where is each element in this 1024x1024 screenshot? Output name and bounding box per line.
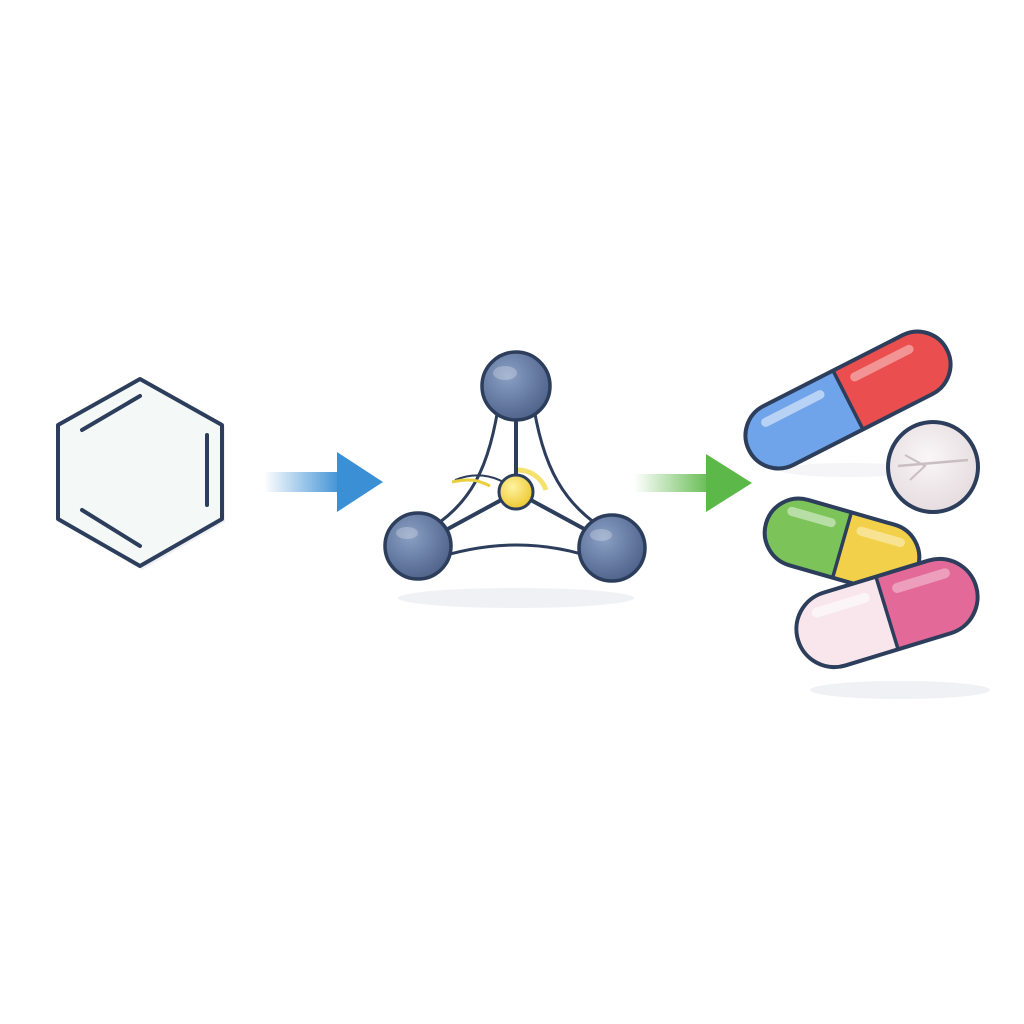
pills-icon [743, 329, 990, 699]
molecule-icon [383, 350, 647, 608]
arrow-right-icon [634, 454, 752, 512]
benzene-ring-icon [56, 377, 225, 570]
arrow-right-icon [264, 452, 383, 512]
capsule-pale-pink [794, 556, 980, 670]
tablet [886, 420, 980, 514]
capsule-blue-red [743, 329, 953, 471]
